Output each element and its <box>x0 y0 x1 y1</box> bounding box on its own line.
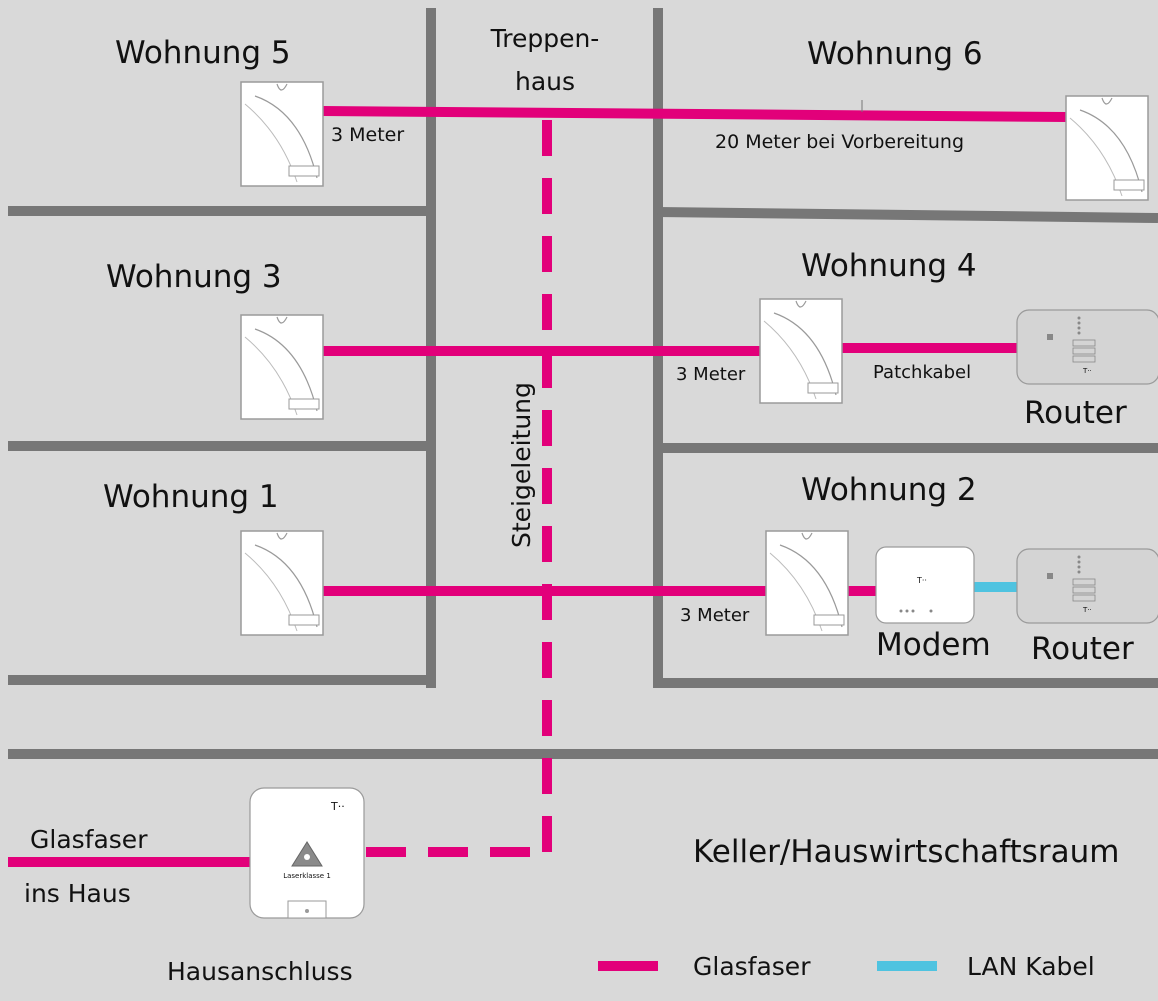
ont-w2-icon <box>765 530 849 636</box>
svg-text:T··: T·· <box>916 576 927 585</box>
legend-fiber-label: Glasfaser <box>693 952 811 981</box>
router-w2-icon <box>1016 548 1158 624</box>
ont-w3-icon <box>240 314 324 420</box>
riser-label: Steigeleitung <box>507 382 536 548</box>
stairwell-label-line1: Treppen- <box>490 24 600 53</box>
room-label-w3: Wohnung 3 <box>106 259 282 295</box>
hausanschluss-icon: T·· <box>249 787 365 919</box>
cellar-label: Keller/Hauswirtschaftsraum <box>693 834 1119 870</box>
length-w6: 20 Meter bei Vorbereitung <box>715 131 964 153</box>
room-label-w4: Wohnung 4 <box>801 248 977 284</box>
laser-class-label: Laserklasse 1 <box>283 872 331 880</box>
room-label-w5: Wohnung 5 <box>115 35 291 71</box>
length-w4: 3 Meter <box>676 364 746 385</box>
ont-w1-icon <box>240 530 324 636</box>
fiber-lines <box>8 106 1067 867</box>
room-label-w6: Wohnung 6 <box>807 36 983 72</box>
router-w4-label: Router <box>1024 395 1127 431</box>
modem-label: Modem <box>876 627 991 663</box>
length-w5: 3 Meter <box>331 124 404 146</box>
ont-w6-icon <box>1065 95 1149 201</box>
ont-w5-icon <box>240 81 324 187</box>
hausanschluss-label: Hausanschluss <box>167 957 353 986</box>
room-label-w1: Wohnung 1 <box>103 479 279 515</box>
incoming-label-line1: Glasfaser <box>30 825 148 854</box>
ont-w4-icon <box>759 298 843 404</box>
modem-icon: T·· <box>875 546 975 624</box>
incoming-label-line2: ins Haus <box>24 879 131 908</box>
legend-lan-label: LAN Kabel <box>967 952 1095 981</box>
router-w2-label: Router <box>1031 631 1134 667</box>
length-w2: 3 Meter <box>680 605 750 626</box>
router-w4-icon <box>1016 309 1158 385</box>
svg-text:T··: T·· <box>330 800 345 813</box>
room-label-w2: Wohnung 2 <box>801 472 977 508</box>
patchkabel-label: Patchkabel <box>873 362 971 383</box>
legend: Glasfaser LAN Kabel <box>598 952 1095 981</box>
stairwell-label-line2: haus <box>515 67 575 96</box>
fiber-line-w5-w6 <box>322 106 1067 122</box>
